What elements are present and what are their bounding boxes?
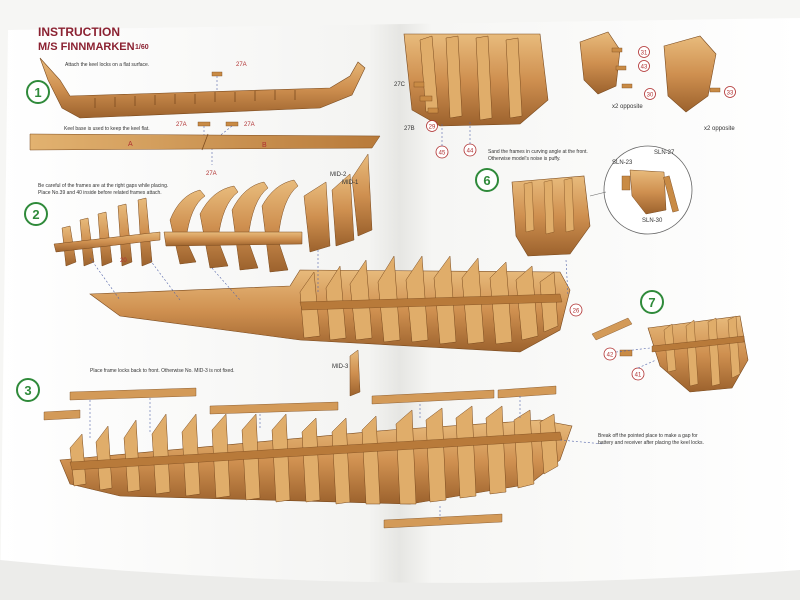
label-sln-27: SLN-27 (654, 150, 675, 156)
header-model-name: M/S FINNMARKEN (38, 41, 135, 53)
callout-26: 26 (569, 303, 583, 317)
svg-text:31: 31 (641, 51, 648, 57)
label-x2-opposite-right: x2 opposite (704, 126, 735, 132)
frame-lock-strips (43, 385, 557, 529)
label-27c: 27C (394, 82, 406, 88)
header-scale: 1/60 (135, 44, 149, 51)
note-frames-gaps-2: Place No.39 and 40 inside before related… (38, 190, 162, 196)
detail-magnifier-circle (603, 145, 693, 235)
keel-slots (94, 90, 296, 108)
assembly-guide-lines-top (441, 120, 471, 146)
label-x2-opposite-left: x2 opposite (612, 104, 643, 110)
keel-label-b: B (262, 142, 267, 149)
svg-text:29: 29 (429, 125, 436, 131)
keel-label-a: A (128, 141, 133, 148)
assembly-guide-lines-3 (89, 396, 605, 520)
label-27a-bottom: 27A (206, 171, 217, 177)
frames-group-small (53, 197, 161, 267)
assembly-guide-lines-2 (89, 250, 569, 301)
step-2-number: 2 (32, 207, 39, 222)
step-6-number: 6 (483, 173, 490, 188)
callout-44: 44 (463, 143, 477, 157)
callout-41: 41 (631, 367, 645, 381)
callout-43: 43 (638, 60, 650, 72)
assembly-guide-lines-7 (615, 347, 657, 369)
header-title-partial: INSTRUCTION (38, 25, 120, 39)
note-frame-locks: Place frame locks back to front. Otherwi… (90, 368, 235, 374)
step-1-number: 1 (34, 85, 41, 100)
stern-pieces (579, 31, 721, 113)
label-27b: 27B (404, 126, 415, 132)
step-7-strip-part (591, 317, 633, 341)
note-keel-base: Keel base is used to keep the keel flat. (64, 126, 150, 132)
svg-text:44: 44 (467, 149, 474, 155)
step-1-circle: 1 (26, 80, 50, 104)
step-7-small-part (619, 349, 633, 357)
svg-text:33: 33 (727, 91, 734, 97)
step-2-hull-assembly (89, 255, 571, 353)
svg-text:26: 26 (573, 309, 580, 315)
keel-base-joint (201, 133, 209, 151)
step-2-circle: 2 (24, 202, 48, 226)
bow-assembly-detail (403, 33, 549, 127)
mid-3-part (349, 349, 361, 397)
bow-small-parts (413, 81, 439, 114)
callout-45: 45 (435, 145, 449, 159)
keel-profile-part (39, 57, 366, 119)
note-break-off-1: Break off the pointed place to make a ga… (598, 433, 698, 439)
label-sln-23: SLN-23 (612, 160, 633, 166)
label-mid-2: MID-2 (330, 172, 347, 178)
callout-31: 31 (638, 46, 650, 58)
note-sand-frames-2: Otherwise model's noise is puffy. (488, 156, 560, 162)
label-mid-3: MID-3 (332, 364, 349, 370)
paper-bottom-curl (0, 560, 800, 600)
svg-text:42: 42 (607, 353, 614, 359)
note-keel-locks: Attach the keel locks on a flat surface. (65, 62, 149, 68)
step-3-number: 3 (24, 383, 31, 398)
mid-frames (303, 153, 373, 253)
svg-text:41: 41 (635, 373, 642, 379)
frames-group-large (163, 179, 303, 273)
callout-29: 29 (426, 120, 438, 132)
label-20: 20 (120, 258, 127, 264)
note-sand-frames-1: Sand the frames in curving angle at the … (488, 149, 588, 155)
step-6-bow-section (511, 175, 591, 257)
svg-text:45: 45 (439, 151, 446, 157)
callout-42: 42 (603, 347, 617, 361)
label-sln-30: SLN-30 (642, 218, 663, 224)
label-27a-left: 27A (176, 122, 187, 128)
step-3-hull-assembly (59, 405, 573, 505)
svg-text:30: 30 (647, 93, 654, 99)
step-7-number: 7 (648, 295, 655, 310)
callout-33: 33 (724, 86, 736, 98)
label-mid-1: MID-1 (342, 180, 359, 186)
label-27a-right: 27A (244, 122, 255, 128)
detail-leader-line (589, 191, 607, 197)
callout-30: 30 (644, 88, 656, 100)
svg-text:43: 43 (641, 65, 648, 71)
step-7-circle: 7 (640, 290, 664, 314)
step-6-circle: 6 (475, 168, 499, 192)
step-3-circle: 3 (16, 378, 40, 402)
label-27a-top: 27A (236, 62, 247, 68)
note-frames-gaps-1: Be careful of the frames are at the righ… (38, 183, 168, 189)
note-break-off-2: battery and receiver after placing the k… (598, 440, 704, 446)
step-7-stern-assembly (647, 315, 749, 393)
